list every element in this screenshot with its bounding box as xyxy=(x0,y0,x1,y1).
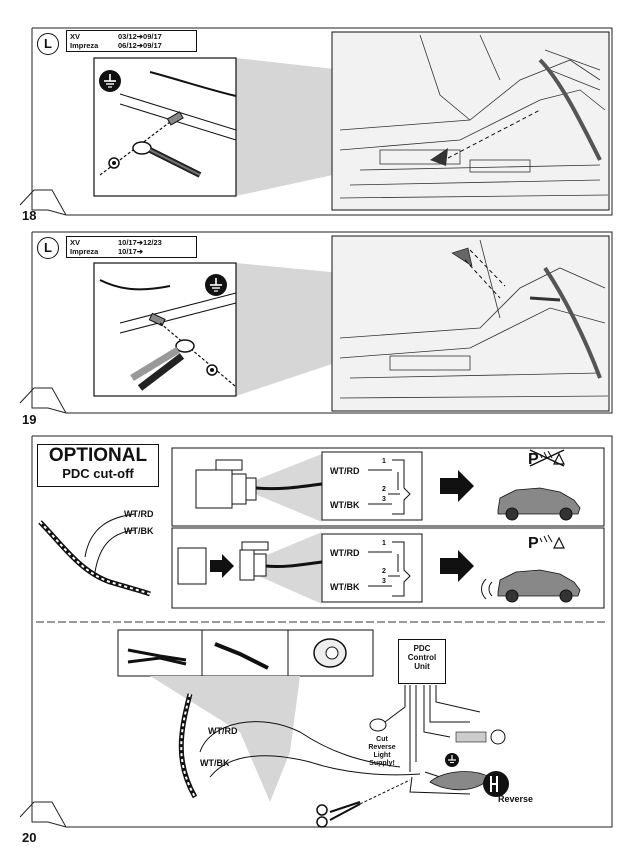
optional-subtitle: PDC cut-off xyxy=(62,466,134,481)
wire-label-wt-bk: WT/BK xyxy=(330,582,360,592)
reverse-label: Reverse xyxy=(498,794,534,804)
pin-label: 3 xyxy=(382,578,386,585)
step-number: 20 xyxy=(22,830,37,845)
pdc-control-unit: PDC Control Unit xyxy=(398,639,446,684)
step-18-frame xyxy=(19,27,613,216)
pin-label: 1 xyxy=(382,540,386,547)
pin-label: 2 xyxy=(382,486,386,493)
left-side-badge: L xyxy=(37,33,59,55)
optional-box: OPTIONAL PDC cut-off xyxy=(37,444,159,487)
wire-label-wt-bk: WT/BK xyxy=(200,758,230,768)
step-number: 19 xyxy=(22,412,37,427)
ground-icon xyxy=(99,70,121,92)
parking-sensor-off-icon: P xyxy=(528,449,565,468)
wire-label-wt-bk: WT/BK xyxy=(124,526,154,536)
pin-label: 2 xyxy=(382,568,386,575)
parking-sensor-on-icon: P xyxy=(528,534,565,552)
svg-text:P: P xyxy=(528,451,539,468)
step-19-frame xyxy=(19,231,613,414)
wire-label-wt-bk: WT/BK xyxy=(330,500,360,510)
pin-label: 3 xyxy=(382,496,386,503)
car-icon xyxy=(481,569,581,603)
wire-label-wt-rd: WT/RD xyxy=(330,548,360,558)
step-20-panel: 20 OPTIONAL PDC cut-off WT/RD WT/BK WT/R… xyxy=(0,432,625,851)
optional-title: OPTIONAL xyxy=(48,445,148,466)
wire-label-wt-rd: WT/RD xyxy=(124,509,154,519)
ground-icon xyxy=(445,753,459,767)
step-number: 18 xyxy=(22,208,37,223)
reverse-gear-icon xyxy=(483,771,509,797)
pin-label: 1 xyxy=(382,458,386,465)
svg-text:P: P xyxy=(528,535,539,552)
ground-icon xyxy=(205,274,227,296)
wire-label-wt-rd: WT/RD xyxy=(208,726,238,736)
step-20-frame xyxy=(19,435,613,828)
car-icon xyxy=(497,487,581,521)
wire-label-wt-rd: WT/RD xyxy=(330,466,360,476)
left-side-badge: L xyxy=(37,237,59,259)
cut-reverse-note: Cut Reverse Light Supply! xyxy=(368,736,396,767)
